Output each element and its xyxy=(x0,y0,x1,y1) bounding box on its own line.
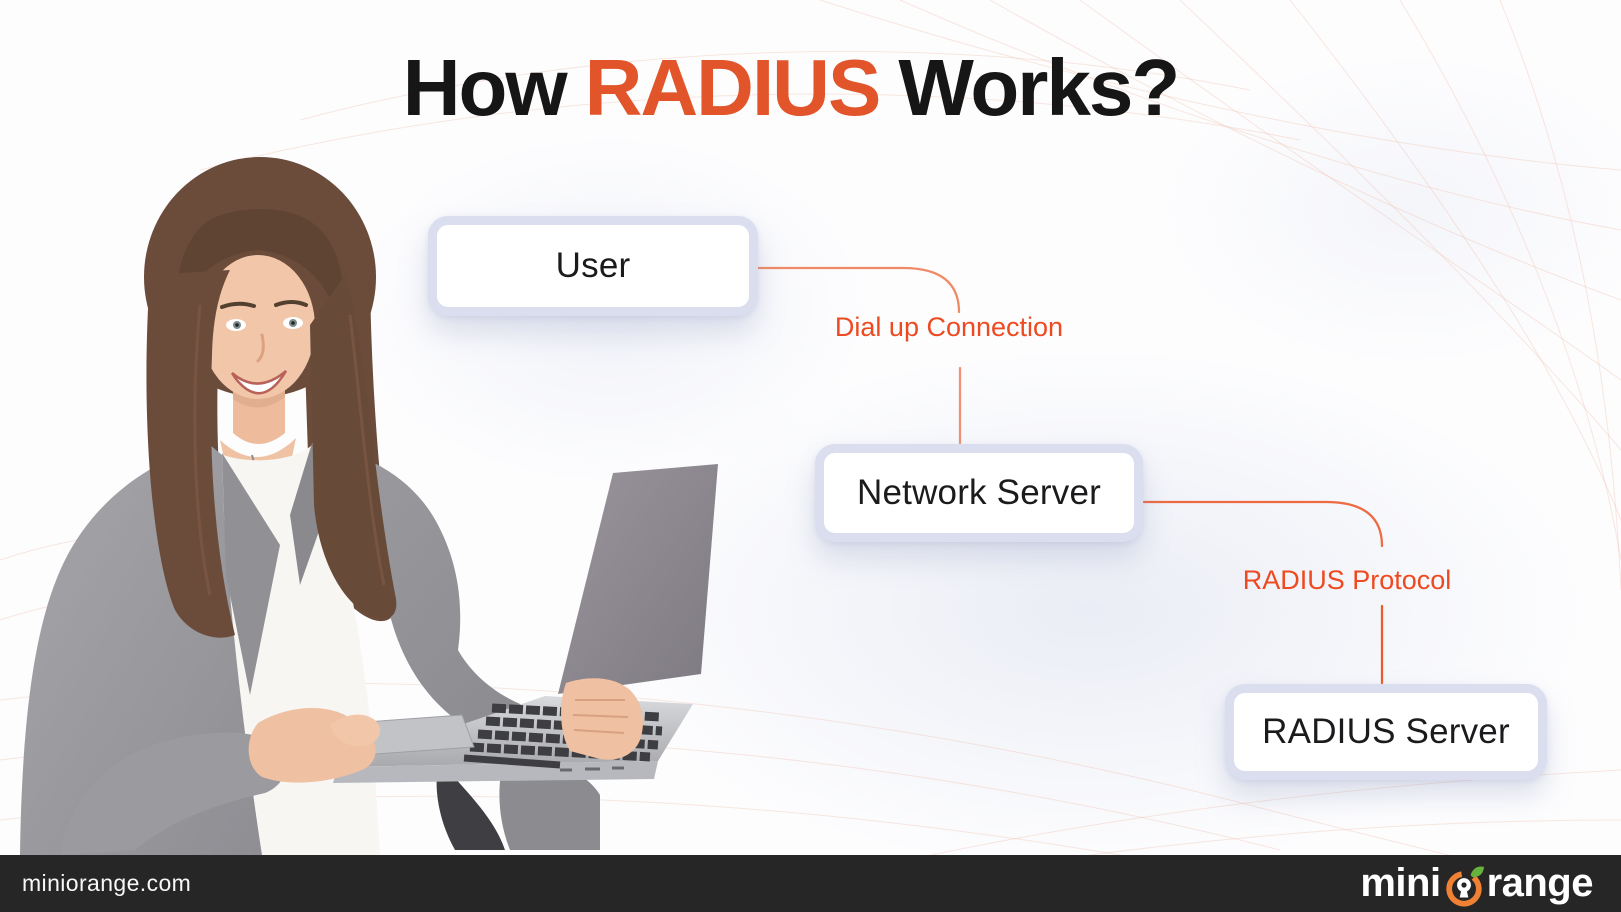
person-photo xyxy=(0,155,740,855)
dial-up-connection-label: Dial up Connection xyxy=(834,312,1064,342)
footer-bar: miniorange.com mini range xyxy=(0,855,1621,912)
radius-protocol-connector-curve xyxy=(1142,500,1384,548)
node-network-server: Network Server xyxy=(815,444,1143,542)
node-network-server-label: Network Server xyxy=(857,473,1101,512)
face xyxy=(176,209,344,444)
node-radius-server: RADIUS Server xyxy=(1225,684,1547,780)
node-radius-server-label: RADIUS Server xyxy=(1262,712,1510,751)
title-suffix: Works? xyxy=(898,43,1180,132)
node-user-label: User xyxy=(555,246,631,285)
woman-holding-laptop-illustration xyxy=(20,157,718,855)
radius-protocol-label: RADIUS Protocol xyxy=(1242,565,1452,595)
miniorange-logo: mini range xyxy=(1360,861,1594,907)
logo-text-mini: mini xyxy=(1360,861,1441,905)
dial-up-connector-curve xyxy=(756,266,961,314)
title-highlight-radius: RADIUS xyxy=(584,43,882,132)
website-url: miniorange.com xyxy=(22,870,192,896)
miniorange-keyhole-icon xyxy=(1445,866,1484,907)
title-prefix: How xyxy=(402,43,568,132)
logo-text-range: range xyxy=(1486,861,1594,905)
node-user: User xyxy=(428,216,758,316)
